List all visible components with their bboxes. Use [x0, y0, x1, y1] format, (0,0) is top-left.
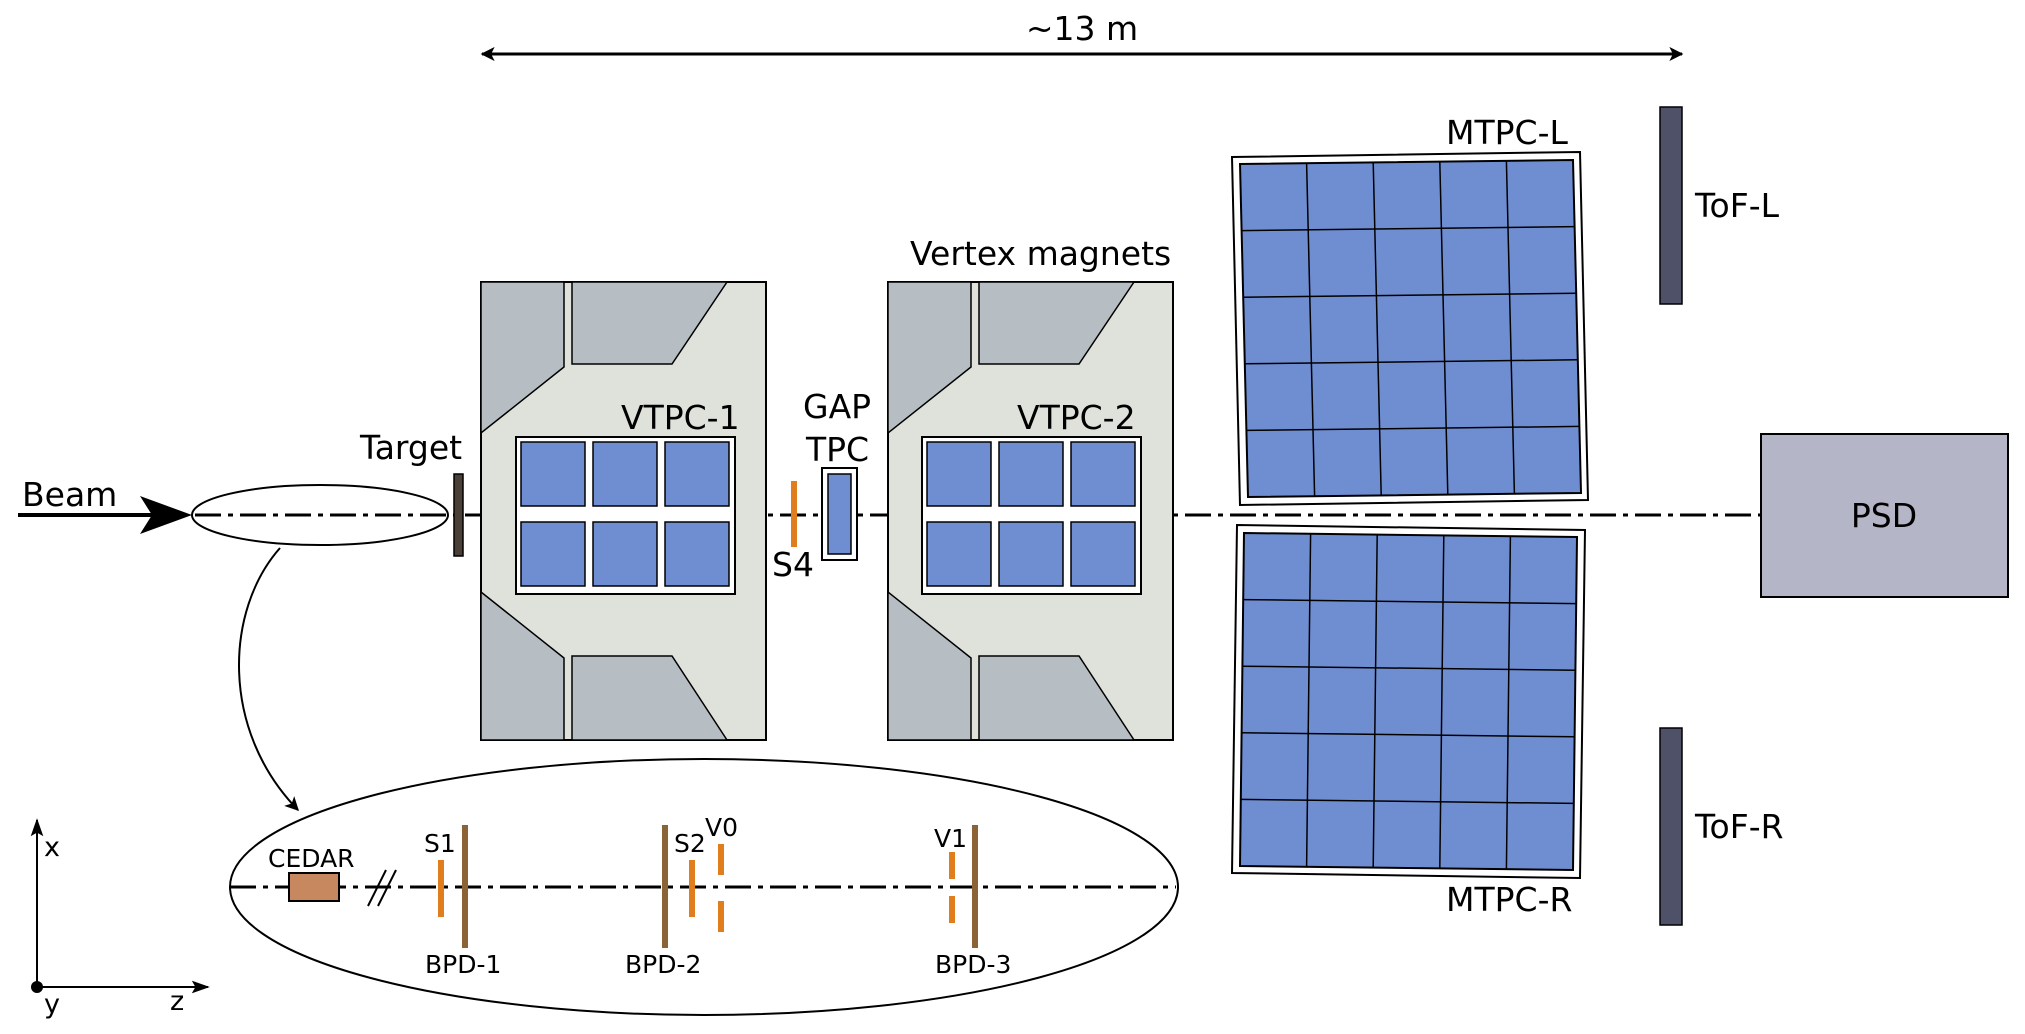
beam-arrow-head	[140, 496, 192, 534]
magnet-2-yoke-bottom	[978, 655, 1136, 741]
bpd-3-label: BPD-3	[935, 950, 1011, 979]
vtpc-1-label: VTPC-1	[621, 398, 740, 437]
s1-counter	[438, 860, 444, 917]
mtpc-l-cells	[1238, 158, 1583, 499]
mtpc-l-cell-grid-line	[1372, 162, 1382, 496]
vertex-magnet-1	[480, 281, 767, 741]
bpd-1-label: BPD-1	[425, 950, 501, 979]
tof-l	[1659, 106, 1683, 305]
mtpc-r-cell-grid-line	[1240, 798, 1574, 805]
v0-counter-upper	[718, 844, 724, 875]
psd	[1760, 433, 2009, 598]
s4-label: S4	[772, 545, 814, 584]
psd-label: PSD	[1851, 496, 1917, 535]
vtpc-1-cells	[520, 441, 730, 587]
mtpc-r-cells	[1238, 531, 1579, 872]
mtpc-r-cell-grid-line	[1305, 533, 1312, 867]
mtpc-r-cell-grid-line	[1505, 536, 1512, 870]
vtpc-1-cell	[592, 441, 658, 507]
vtpc-2-cell	[998, 441, 1064, 507]
bpd-3	[972, 825, 978, 948]
mtpc-r-cell-grid-line	[1242, 665, 1576, 671]
bpd-2	[662, 825, 668, 948]
vtpc-1-cell	[520, 521, 586, 587]
bpd-2-label: BPD-2	[625, 950, 701, 979]
gap-tpc-cell	[827, 473, 852, 555]
cedar-label: CEDAR	[268, 844, 355, 873]
v1-counter-upper	[949, 852, 955, 879]
vtpc-1-cell	[664, 441, 730, 507]
mtpc-l-cell-grid-line	[1241, 225, 1575, 232]
s2-label: S2	[674, 829, 706, 858]
target	[453, 473, 464, 557]
cedar	[288, 872, 340, 902]
mtpc-r-label: MTPC-R	[1446, 880, 1572, 919]
gap-label-line2: TPC	[805, 430, 869, 469]
axis-break-mark-1	[367, 869, 387, 907]
magnet-1-yoke-top	[571, 281, 729, 365]
magnet-1-yoke-bottom-left	[480, 590, 565, 741]
z-axis-label: z	[170, 986, 184, 1017]
vtpc-2-label: VTPC-2	[1017, 398, 1136, 437]
vtpc-1-cell	[520, 441, 586, 507]
magnet-1-yoke-top-left	[480, 281, 565, 435]
mtpc-r-cell-grid-line	[1439, 535, 1445, 869]
s2-counter	[689, 860, 695, 917]
beam-label: Beam	[22, 475, 117, 514]
mtpc-l-cell-grid-line	[1439, 161, 1449, 495]
mtpc-l-cell-area	[1238, 158, 1583, 499]
v1-counter-lower	[949, 896, 955, 923]
y-axis-label: y	[44, 989, 60, 1020]
vtpc-2-cell	[926, 521, 992, 587]
vtpc-2-cells	[926, 441, 1136, 587]
bpd-1	[462, 825, 468, 948]
mtpc-r-cell-grid-line	[1372, 534, 1378, 868]
tof-r-label: ToF-R	[1694, 807, 1784, 846]
mtpc-r	[1230, 523, 1587, 880]
mtpc-r-cell-area	[1238, 531, 1579, 872]
tof-r	[1659, 727, 1683, 926]
magnet-2-yoke-top-left	[887, 281, 972, 435]
mtpc-r-cell-grid-line	[1241, 732, 1575, 738]
vtpc-2-cell	[998, 521, 1064, 587]
vtpc-1-cell	[664, 521, 730, 587]
vertex-magnet-2	[887, 281, 1174, 741]
v0-counter-lower	[718, 901, 724, 932]
scale-label: ~13 m	[1026, 9, 1138, 48]
magnet-1-yoke-bottom	[571, 655, 729, 741]
gap-label-line1: GAP	[803, 387, 871, 426]
vtpc-1-cell	[592, 521, 658, 587]
mtpc-l	[1230, 150, 1590, 507]
s4-counter	[791, 481, 797, 547]
v0-label: V0	[705, 813, 738, 842]
y-axis-dot	[31, 981, 43, 993]
target-label: Target	[359, 428, 462, 467]
mtpc-l-cell-grid-line	[1244, 359, 1578, 365]
vertex-magnets-label: Vertex magnets	[910, 234, 1171, 273]
x-axis-label: x	[44, 832, 60, 863]
magnet-2-yoke-bottom-left	[887, 590, 972, 741]
magnet-2-yoke-top	[978, 281, 1136, 365]
s1-label: S1	[424, 829, 456, 858]
zoom-connector-curve	[238, 547, 299, 812]
axis-break-mark-2	[377, 869, 397, 907]
mtpc-r-cell-grid-line	[1243, 598, 1577, 605]
mtpc-l-cell-grid-line	[1505, 160, 1516, 494]
tof-l-label: ToF-L	[1694, 186, 1780, 225]
mtpc-l-cell-grid-line	[1243, 292, 1577, 298]
vtpc-2-cell	[1070, 521, 1136, 587]
vtpc-2-cell	[926, 441, 992, 507]
vtpc-2-cell	[1070, 441, 1136, 507]
zoom-region-ellipse	[191, 484, 449, 546]
v1-label: V1	[934, 824, 967, 853]
mtpc-l-label: MTPC-L	[1446, 113, 1568, 152]
mtpc-l-cell-grid-line	[1246, 425, 1580, 432]
mtpc-l-cell-grid-line	[1305, 163, 1316, 497]
